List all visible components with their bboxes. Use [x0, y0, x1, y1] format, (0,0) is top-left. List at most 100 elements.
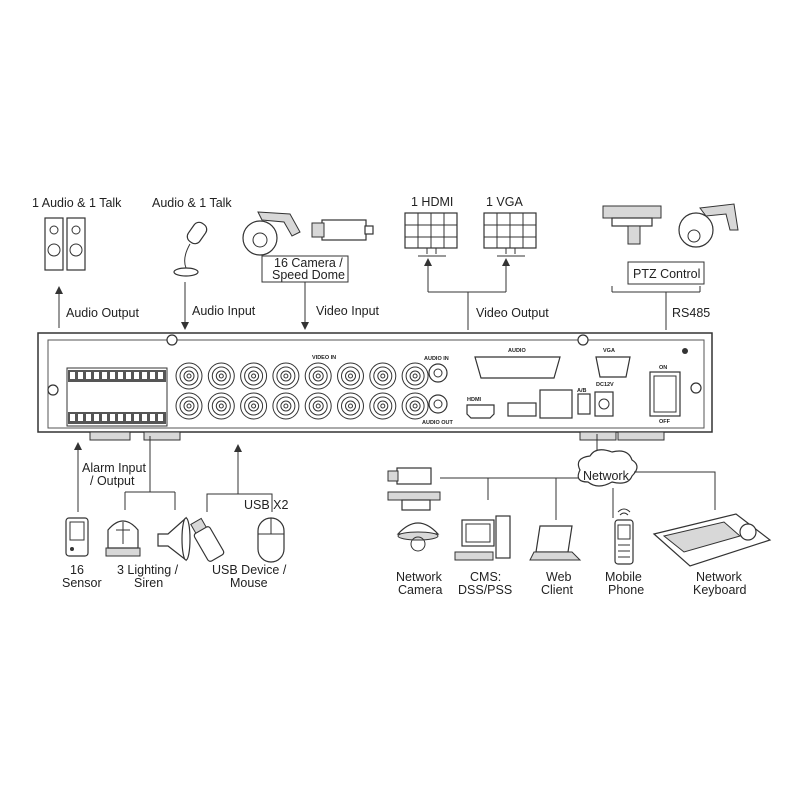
- speakers-label: 1 Audio & 1 Talk: [32, 196, 122, 210]
- terminal-pin: [110, 414, 115, 421]
- usb-label: USB X2: [244, 498, 289, 512]
- terminal-pin: [102, 372, 107, 379]
- laptop-icon: [529, 525, 582, 561]
- hdmi-port-label: HDMI: [467, 397, 482, 403]
- rs485-port[interactable]: [577, 393, 591, 415]
- dc-label: DC12V: [596, 382, 614, 388]
- network-cloud-icon: [577, 449, 638, 487]
- usb-drive-icon: [190, 517, 225, 562]
- usb-port[interactable]: [507, 402, 537, 417]
- terminal-pin: [94, 372, 99, 379]
- audio-out-label: AUDIO OUT: [422, 420, 454, 426]
- vga-port-label: VGA: [603, 348, 615, 354]
- video-output-label: Video Output: [476, 306, 549, 320]
- terminal-pin: [94, 414, 99, 421]
- audio-input-label: Audio Input: [192, 304, 256, 318]
- cameras-label-line2: Speed Dome: [272, 268, 345, 282]
- audio-in-port[interactable]: [428, 363, 448, 383]
- power-jack[interactable]: [594, 391, 614, 417]
- ptz-dome-icon: [678, 203, 739, 248]
- network-camera-icon: [387, 467, 441, 552]
- terminal-pin: [142, 372, 147, 379]
- web-client-label-line2: Client: [541, 583, 573, 597]
- alarm-terminal-block[interactable]: [66, 367, 168, 427]
- rs485-lines: [612, 291, 700, 330]
- mobile-label-line1: Mobile: [605, 570, 642, 584]
- video-in-label: VIDEO IN: [312, 355, 336, 361]
- speakers-icon: [44, 217, 86, 271]
- sensor-label-line2: Sensor: [62, 576, 102, 590]
- alarm-label-line1: Alarm Input: [82, 461, 146, 475]
- vga-port[interactable]: [595, 356, 631, 378]
- siren-label-line1: 3 Lighting /: [117, 563, 179, 577]
- mobile-label-line2: Phone: [608, 583, 644, 597]
- sensor-label-line1: 16: [70, 563, 84, 577]
- ptz-label: PTZ Control: [633, 267, 700, 281]
- box-camera-icon: [311, 219, 374, 241]
- terminal-pin: [126, 414, 131, 421]
- hdmi-port[interactable]: [466, 404, 495, 419]
- terminal-pin: [158, 372, 163, 379]
- web-client-label-line1: Web: [546, 570, 572, 584]
- network-lines: [440, 471, 716, 520]
- rs485-label: RS485: [672, 306, 710, 320]
- vga-monitor-icon: [483, 212, 537, 257]
- keyboard-label-line2: Keyboard: [693, 583, 747, 597]
- audio-out-port[interactable]: [428, 394, 448, 414]
- terminal-pin: [86, 414, 91, 421]
- speed-dome-camera-icon: [242, 211, 301, 256]
- audio-port-label: AUDIO: [508, 348, 526, 354]
- video-output-lines: [428, 291, 506, 330]
- terminal-pin: [158, 414, 163, 421]
- terminal-pin: [142, 414, 147, 421]
- video-in-bnc-group: [175, 362, 429, 420]
- terminal-pin: [70, 414, 75, 421]
- terminal-pin: [78, 414, 83, 421]
- power-switch[interactable]: [649, 371, 681, 417]
- terminal-pin: [134, 372, 139, 379]
- alarm-output-lines: [124, 436, 176, 510]
- cms-computer-icon: [454, 515, 511, 561]
- vga-label: 1 VGA: [486, 195, 523, 209]
- cms-label-line2: DSS/PSS: [458, 583, 512, 597]
- terminal-pin: [150, 372, 155, 379]
- cms-label-line1: CMS:: [470, 570, 501, 584]
- usb-lines: [206, 493, 273, 512]
- terminal-pin: [102, 414, 107, 421]
- terminal-pin: [126, 372, 131, 379]
- terminal-pin: [150, 414, 155, 421]
- terminal-pin: [78, 372, 83, 379]
- terminal-pin: [70, 372, 75, 379]
- hdmi-monitor-icon: [404, 212, 458, 257]
- ptz-camera-icon: [602, 205, 662, 245]
- terminal-pin: [134, 414, 139, 421]
- usb-device-label-line1: USB Device /: [212, 563, 287, 577]
- rs485-ab-label: A/B: [577, 388, 587, 394]
- terminal-pin: [118, 372, 123, 379]
- power-on-label: ON: [659, 365, 667, 371]
- hdmi-label: 1 HDMI: [411, 195, 453, 209]
- siren-label-line2: Siren: [134, 576, 163, 590]
- microphone-icon: [173, 221, 208, 277]
- network-camera-label-line1: Network: [396, 570, 443, 584]
- terminal-pin: [118, 414, 123, 421]
- siren-icon: [157, 516, 191, 562]
- power-off-label: OFF: [659, 419, 671, 425]
- audio-db25-port[interactable]: [474, 356, 561, 379]
- keyboard-label-line1: Network: [696, 570, 743, 584]
- terminal-pin: [110, 372, 115, 379]
- audio-in-label: AUDIO IN: [424, 356, 449, 362]
- network-camera-label-line2: Camera: [398, 583, 443, 597]
- microphone-label: Audio & 1 Talk: [152, 196, 232, 210]
- video-input-label: Video Input: [316, 304, 380, 318]
- usb-device-label-line2: Mouse: [230, 576, 268, 590]
- mobile-phone-icon: [614, 508, 634, 565]
- network-label: Network: [583, 469, 630, 483]
- ethernet-port[interactable]: [539, 389, 573, 419]
- mouse-icon: [257, 517, 285, 563]
- sensor-icon: [65, 517, 89, 557]
- lighting-icon: [105, 520, 141, 557]
- alarm-label-line2: / Output: [90, 474, 135, 488]
